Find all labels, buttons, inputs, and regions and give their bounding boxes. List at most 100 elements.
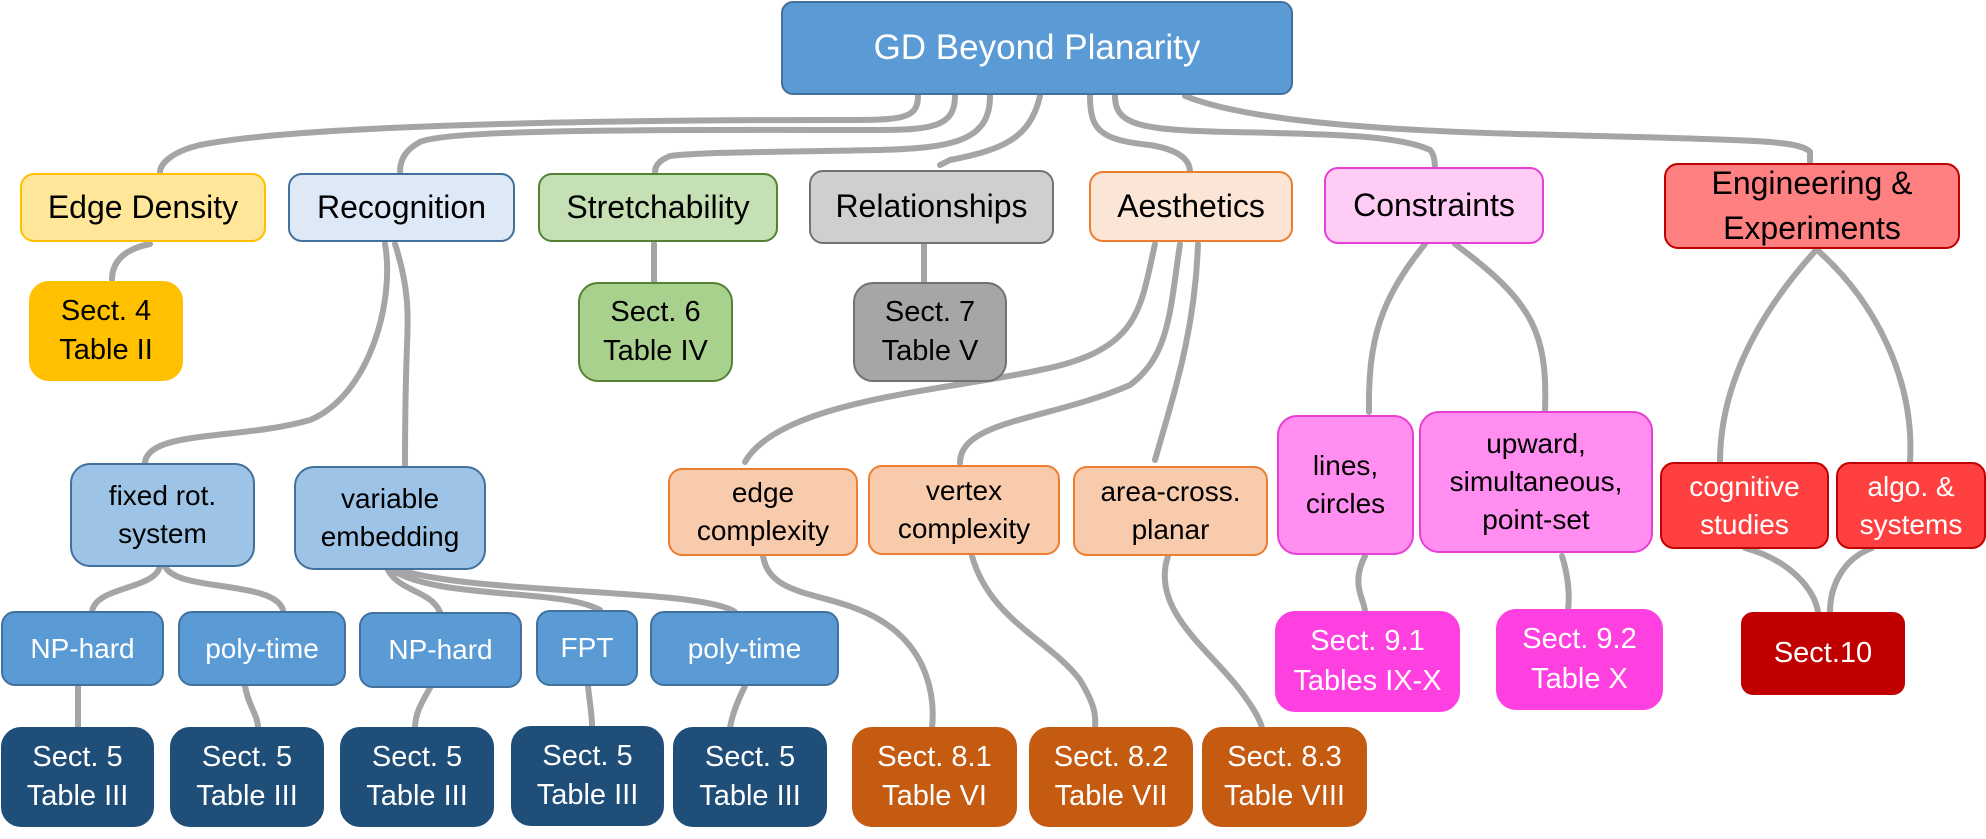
topic-relationships-label: Relationships xyxy=(835,188,1028,225)
link-recognition-variable xyxy=(392,241,411,468)
subtopic-vertex-complexity[interactable]: vertex complexity xyxy=(868,465,1060,555)
subtopic-variable-line-1: variable xyxy=(340,483,440,515)
link-fixed-np1 xyxy=(89,563,163,615)
link-constraints-upward xyxy=(1452,241,1549,413)
section-s8-1-line-1: Sect. 8.1 xyxy=(877,740,992,773)
leaf-np-hard-variable[interactable]: NP-hard xyxy=(359,612,522,688)
subtopic-edge-complexity[interactable]: edge complexity xyxy=(668,468,858,556)
section-s5-d[interactable]: Sect. 5 Table III xyxy=(511,726,664,826)
section-s5-e-line-1: Sect. 5 xyxy=(704,740,796,773)
topic-aesthetics-label: Aesthetics xyxy=(1117,187,1265,224)
section-s6-line-2: Table IV xyxy=(603,335,708,367)
topic-constraints[interactable]: Constraints xyxy=(1324,167,1544,244)
topic-edge-density[interactable]: Edge Density xyxy=(20,173,266,242)
link-root-engineering xyxy=(1182,93,1813,168)
subtopic-area-cross-planar[interactable]: area-cross. planar xyxy=(1073,466,1268,556)
leaf-np-hard-variable-label: NP-hard xyxy=(388,634,493,666)
section-s5-b-line-2: Table III xyxy=(196,780,298,812)
subtopic-lines-line-2: circles xyxy=(1305,488,1386,519)
subtopic-upward-line-1: upward, xyxy=(1486,428,1586,460)
section-s8-3-line-1: Sect. 8.3 xyxy=(1227,740,1342,773)
leaf-np-hard-fixed[interactable]: NP-hard xyxy=(1,611,164,686)
subtopic-fixed-rotation-system[interactable]: fixed rot. system xyxy=(70,463,255,567)
subtopic-fixed-line-1: fixed rot. xyxy=(108,480,217,512)
section-s8-1[interactable]: Sect. 8.1 Table VI xyxy=(852,727,1017,827)
link-root-relationships xyxy=(937,93,1043,168)
section-s5-c-line-2: Table III xyxy=(366,780,468,812)
section-s5-d-line-2: Table III xyxy=(536,779,639,811)
section-s10[interactable]: Sect.10 xyxy=(1741,612,1905,695)
link-recognition-fixed xyxy=(142,241,391,465)
leaf-fpt-label: FPT xyxy=(560,632,614,664)
subtopic-algo-line-1: algo. & xyxy=(1867,470,1955,502)
section-s8-3[interactable]: Sect. 8.3 Table VIII xyxy=(1202,727,1367,827)
topic-engineering-line-1: Engineering & xyxy=(1711,165,1913,202)
section-s4-line-2: Table II xyxy=(59,334,153,366)
leaf-fpt[interactable]: FPT xyxy=(536,610,638,686)
subtopic-edge-line-1: edge xyxy=(731,477,795,509)
topic-stretchability[interactable]: Stretchability xyxy=(538,173,778,242)
subtopic-cognitive-line-1: cognitive xyxy=(1689,470,1800,502)
link-constraints-lines xyxy=(1365,241,1428,415)
section-s9-1[interactable]: Sect. 9.1 Tables IX-X xyxy=(1275,611,1460,712)
topic-relationships[interactable]: Relationships xyxy=(809,170,1054,244)
link-area-s83 xyxy=(1161,553,1265,731)
leaf-poly-time-variable[interactable]: poly-time xyxy=(650,611,839,686)
topic-recognition[interactable]: Recognition xyxy=(288,173,515,242)
section-s9-2-line-1: Sect. 9.2 xyxy=(1522,623,1637,656)
subtopic-upward-line-3: point-set xyxy=(1482,503,1590,535)
section-s8-2-line-2: Table VII xyxy=(1054,780,1168,812)
link-aesthetics-vertex xyxy=(957,241,1183,466)
section-s9-2-line-2: Table X xyxy=(1531,662,1628,695)
subtopic-cognitive-studies[interactable]: cognitive studies xyxy=(1660,462,1829,549)
section-s10-label: Sect.10 xyxy=(1773,636,1873,669)
root-node[interactable]: GD Beyond Planarity xyxy=(781,1,1293,95)
section-s9-2[interactable]: Sect. 9.2 Table X xyxy=(1496,609,1663,710)
link-poly1-s5b xyxy=(242,683,261,731)
section-s5-d-line-1: Sect. 5 xyxy=(542,739,633,772)
section-s5-c[interactable]: Sect. 5 Table III xyxy=(340,727,494,827)
section-s8-1-line-2: Table VI xyxy=(882,780,987,812)
link-lines-s91 xyxy=(1355,553,1368,615)
section-s5-b[interactable]: Sect. 5 Table III xyxy=(170,727,324,827)
section-s7[interactable]: Sect. 7 Table V xyxy=(853,282,1007,382)
section-s8-2[interactable]: Sect. 8.2 Table VII xyxy=(1029,727,1193,827)
subtopic-lines-circles[interactable]: lines, circles xyxy=(1277,415,1414,555)
subtopic-algo-systems[interactable]: algo. & systems xyxy=(1836,462,1986,549)
link-variable-np2 xyxy=(385,567,443,615)
link-engineering-cognitive xyxy=(1717,245,1821,465)
leaf-np-hard-fixed-label: NP-hard xyxy=(30,632,135,664)
link-edge-density-s4 xyxy=(109,241,153,283)
link-root-stretchability xyxy=(652,93,993,175)
section-s4[interactable]: Sect. 4 Table II xyxy=(29,281,183,381)
link-poly2-s5e xyxy=(727,683,748,731)
link-variable-fpt xyxy=(389,567,603,613)
topic-constraints-label: Constraints xyxy=(1353,186,1515,223)
section-s5-a[interactable]: Sect. 5 Table III xyxy=(1,727,154,827)
root-label: GD Beyond Planarity xyxy=(873,28,1201,68)
subtopic-fixed-line-2: system xyxy=(118,518,207,549)
subtopic-variable-embedding[interactable]: variable embedding xyxy=(294,466,486,570)
link-aesthetics-edge xyxy=(742,241,1158,465)
leaf-poly-time-fixed-label: poly-time xyxy=(205,632,319,664)
section-s9-1-line-1: Sect. 9.1 xyxy=(1310,625,1425,658)
leaf-poly-time-variable-label: poly-time xyxy=(687,632,802,664)
topic-engineering-line-2: Experiments xyxy=(1723,210,1901,246)
link-fixed-poly1 xyxy=(162,563,286,613)
section-s7-line-1: Sect. 7 xyxy=(884,295,976,328)
topic-aesthetics[interactable]: Aesthetics xyxy=(1089,171,1293,242)
section-s6-line-1: Sect. 6 xyxy=(610,295,701,328)
section-s8-2-line-1: Sect. 8.2 xyxy=(1053,740,1169,773)
section-s6[interactable]: Sect. 6 Table IV xyxy=(578,282,733,382)
leaf-poly-time-fixed[interactable]: poly-time xyxy=(178,611,346,686)
subtopic-algo-line-2: systems xyxy=(1859,508,1963,540)
topic-engineering[interactable]: Engineering & Experiments xyxy=(1664,163,1960,249)
section-s5-e[interactable]: Sect. 5 Table III xyxy=(673,727,827,827)
section-s5-a-line-1: Sect. 5 xyxy=(32,740,123,773)
subtopic-variable-line-2: embedding xyxy=(320,521,460,552)
subtopic-upward-simultaneous-point-set[interactable]: upward, simultaneous, point-set xyxy=(1419,411,1653,553)
link-algo-s10 xyxy=(1827,545,1875,615)
subtopic-cognitive-line-2: studies xyxy=(1700,508,1789,540)
